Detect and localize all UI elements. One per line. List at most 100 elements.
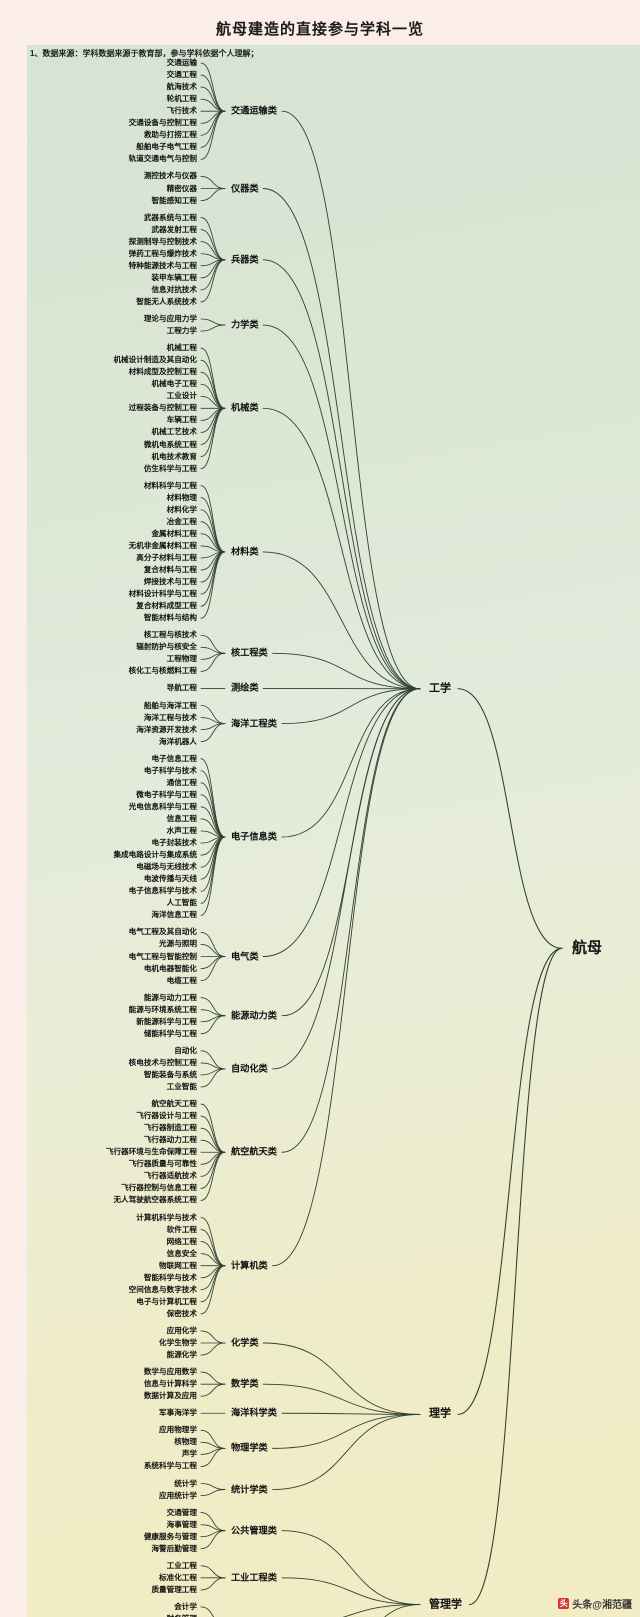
leaf-label: 海事管理 <box>166 1519 197 1529</box>
leaf-label: 电机电器智能化 <box>143 963 197 973</box>
leaf-label: 电磁场与无线技术 <box>136 862 197 872</box>
leaf-label: 能源与环境系统工程 <box>128 1004 197 1014</box>
tree-links <box>200 62 563 1617</box>
category-label: 数学类 <box>231 1378 259 1389</box>
category-label: 物理学类 <box>231 1442 268 1453</box>
leaf-label: 信息与计算科学 <box>143 1379 197 1389</box>
faculty-label: 管理学 <box>429 1598 462 1611</box>
leaf-label: 会计学 <box>174 1602 197 1612</box>
leaf-label: 信息安全 <box>166 1248 197 1258</box>
leaf-label: 机械工程 <box>166 343 197 353</box>
category-label: 材料类 <box>231 546 259 557</box>
leaf-label: 数据计算及应用 <box>143 1391 197 1401</box>
leaf-label: 能源化学 <box>166 1350 197 1360</box>
category-label: 自动化类 <box>231 1063 268 1074</box>
watermark-badge-icon: 头 <box>558 1598 570 1609</box>
leaf-label: 飞行技术 <box>166 106 197 116</box>
leaf-label: 电气工程与智能控制 <box>128 951 197 961</box>
leaf-label: 电子信息科学与技术 <box>128 886 197 896</box>
leaf-label: 核电技术与控制工程 <box>128 1058 197 1068</box>
leaf-label: 电波传播与天线 <box>143 874 197 884</box>
leaf-label: 新能源科学与工程 <box>136 1016 197 1026</box>
leaf-label: 智能装备与系统 <box>143 1070 197 1080</box>
leaf-label: 船舶与海洋工程 <box>143 700 197 710</box>
leaf-label: 武器系统与工程 <box>143 212 197 222</box>
leaf-label: 智能科学与技术 <box>143 1272 197 1282</box>
leaf-label: 保密技术 <box>166 1309 197 1319</box>
leaf-label: 导航工程 <box>166 683 197 693</box>
leaf-label: 能源与动力工程 <box>143 992 197 1002</box>
leaf-label: 核工程与核技术 <box>143 630 197 640</box>
leaf-label: 信息对抗技术 <box>151 285 197 295</box>
leaf-label: 微电子科学与工程 <box>136 790 197 800</box>
leaf-label: 微机电系统工程 <box>143 439 197 449</box>
leaf-label: 材料科学与工程 <box>143 480 197 490</box>
leaf-label: 储能科学与工程 <box>143 1029 197 1038</box>
leaf-label: 化学生物学 <box>159 1338 197 1348</box>
leaf-label: 声学 <box>181 1449 197 1459</box>
leaf-label: 交通运输 <box>166 58 197 68</box>
leaf-label: 机电技术教育 <box>151 451 197 461</box>
category-label: 机械类 <box>231 402 259 413</box>
leaf-label: 交通管理 <box>166 1507 197 1517</box>
leaf-label: 电子信息工程 <box>151 753 197 763</box>
leaf-label: 工业工程 <box>166 1561 197 1570</box>
leaf-label: 工程力学 <box>166 326 197 336</box>
page-title: 航母建造的直接参与学科一览 <box>215 21 424 38</box>
leaf-label: 特种能源技术与工程 <box>128 261 197 270</box>
leaf-label: 材料物理 <box>166 492 197 502</box>
leaf-label: 交通设备与控制工程 <box>128 118 197 128</box>
category-label: 工业工程类 <box>231 1572 277 1583</box>
category-label: 能源动力类 <box>231 1010 277 1021</box>
leaf-label: 光源与照明 <box>159 939 197 949</box>
leaf-label: 网络工程 <box>166 1236 197 1246</box>
leaf-label: 救助与打捞工程 <box>143 130 197 140</box>
category-label: 力学类 <box>231 319 259 330</box>
faculty-label: 工学 <box>429 682 451 695</box>
leaf-label: 材料设计科学与工程 <box>128 589 197 599</box>
category-label: 核工程类 <box>231 647 268 658</box>
leaf-label: 标准化工程 <box>159 1573 197 1583</box>
category-label: 兵器类 <box>231 254 259 265</box>
leaf-label: 飞行器适航技术 <box>143 1171 197 1181</box>
leaf-label: 交通工程 <box>166 70 197 80</box>
leaf-label: 空间信息与数字技术 <box>128 1285 197 1294</box>
leaf-label: 智能无人系统技术 <box>136 297 197 307</box>
leaf-label: 海洋资源开发技术 <box>136 724 197 734</box>
leaf-label: 船舶电子电气工程 <box>136 142 197 152</box>
category-label: 电子信息类 <box>231 831 277 842</box>
leaf-label: 航空航天工程 <box>151 1099 197 1109</box>
faculty-label: 理学 <box>429 1407 451 1420</box>
leaf-label: 轨道交通电气与控制 <box>128 154 197 164</box>
leaf-label: 智能材料与结构 <box>143 613 197 623</box>
leaf-label: 装甲车辆工程 <box>151 273 197 283</box>
leaf-label: 精密仪器 <box>166 183 197 193</box>
leaf-label: 自动化 <box>174 1046 197 1056</box>
leaf-label: 机械设计制造及其自动化 <box>113 355 197 365</box>
leaf-label: 海洋工程与技术 <box>143 712 197 722</box>
leaf-label: 材料化学 <box>166 504 197 514</box>
category-label: 统计学类 <box>231 1483 268 1494</box>
leaf-label: 应用统计学 <box>159 1490 197 1500</box>
leaf-label: 武器发射工程 <box>151 224 197 234</box>
category-label: 海洋科学类 <box>231 1407 277 1418</box>
category-label: 航空航天类 <box>231 1146 277 1157</box>
leaf-label: 飞行器制造工程 <box>143 1123 197 1133</box>
leaf-label: 工业智能 <box>166 1082 197 1092</box>
leaf-label: 电子与计算机工程 <box>136 1297 197 1307</box>
leaf-label: 过程装备与控制工程 <box>128 403 197 413</box>
category-label: 化学类 <box>231 1337 259 1348</box>
leaf-label: 软件工程 <box>166 1224 197 1234</box>
leaf-label: 焊接技术与工程 <box>143 577 197 587</box>
leaf-label: 海洋机器人 <box>159 736 197 746</box>
leaf-label: 人工智能 <box>166 898 197 908</box>
leaf-label: 应用化学 <box>166 1326 197 1336</box>
leaf-label: 探测制导与控制技术 <box>128 236 197 246</box>
leaf-label: 计算机科学与技术 <box>136 1212 197 1222</box>
leaf-label: 测控技术与仪器 <box>143 171 197 181</box>
leaf-label: 应用物理学 <box>159 1425 197 1435</box>
category-label: 测绘类 <box>231 682 259 693</box>
category-label: 电气类 <box>231 950 259 961</box>
leaf-label: 高分子材料与工程 <box>136 553 197 563</box>
category-label: 仪器类 <box>231 182 259 193</box>
